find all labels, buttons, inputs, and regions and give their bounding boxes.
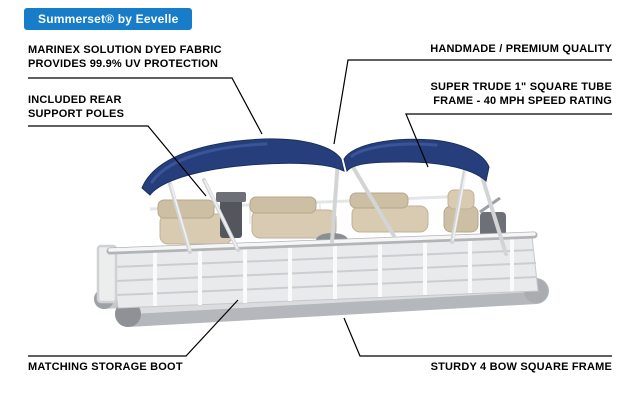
callout-handmade-line1: HANDMADE / PREMIUM QUALITY [430,43,612,55]
callout-leader-lines [28,59,612,357]
captain-chair [443,205,479,233]
deck-fence [96,231,539,309]
callout-frame-tube: SUPER TRUDE 1" SQUARE TUBE FRAME - 40 MP… [430,80,612,108]
callout-fabric: MARINEX SOLUTION DYED FABRIC PROVIDES 99… [28,43,222,71]
callout-frame-tube-line2: FRAME - 40 MPH SPEED RATING [433,95,612,107]
stern-gate [96,244,118,304]
callout-storage-boot: MATCHING STORAGE BOOT [28,360,183,374]
leader-frame-tube [405,113,612,168]
leader-handmade [333,59,612,145]
callout-storage-boot-line1: MATCHING STORAGE BOOT [28,361,183,373]
callout-rear-poles: INCLUDED REAR SUPPORT POLES [28,93,124,121]
callout-bow-frame-line1: STURDY 4 BOW SQUARE FRAME [430,361,612,373]
bimini-canopy [141,138,490,196]
callout-fabric-line1: MARINEX SOLUTION DYED FABRIC [28,44,222,56]
callout-handmade: HANDMADE / PREMIUM QUALITY [430,42,612,56]
leader-storage-boot [28,299,239,357]
leader-bow-frame [343,317,612,357]
callout-bow-frame: STURDY 4 BOW SQUARE FRAME [431,360,612,374]
brand-badge: Summerset® by Eevelle [24,8,193,30]
bimini-frame-poles [168,158,508,256]
canopy-left [141,138,345,196]
callout-fabric-line2: PROVIDES 99.9% UV PROTECTION [28,58,219,70]
canopy-right [343,138,490,182]
callout-rear-poles-line2: SUPPORT POLES [28,108,125,120]
leader-rear-poles [28,125,207,197]
callout-rear-poles-line1: INCLUDED REAR [28,94,122,106]
callout-frame-tube-line1: SUPER TRUDE 1" SQUARE TUBE [430,81,612,93]
leader-fabric [28,77,263,135]
